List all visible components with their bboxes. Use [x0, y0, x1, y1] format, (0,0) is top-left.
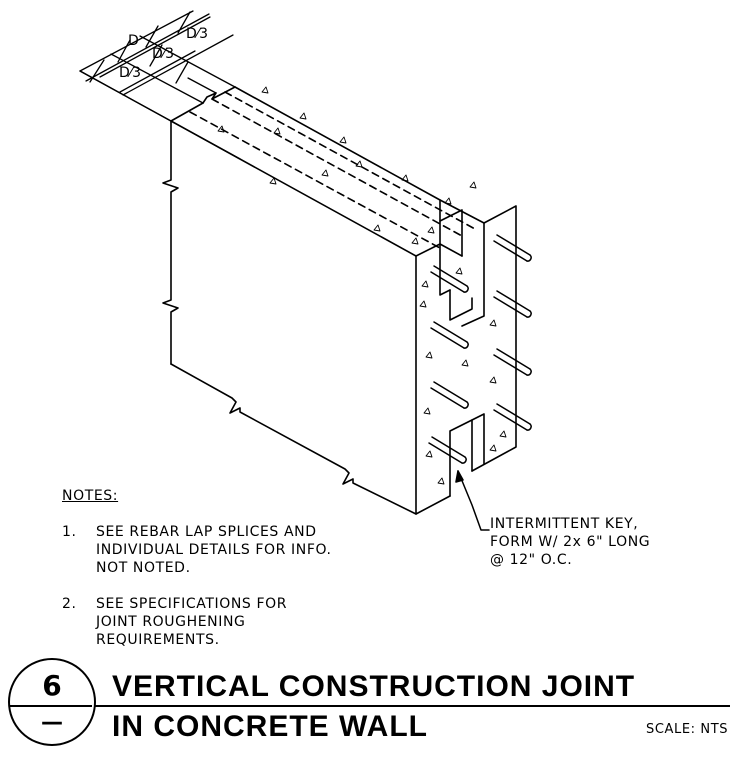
- note-line: REQUIREMENTS.: [96, 632, 220, 648]
- dimension-label-third-middle: D⁄3: [152, 46, 174, 62]
- rebar-dowel-icon: [493, 348, 532, 376]
- rebar-dowel-icon: [493, 403, 532, 431]
- note-line: SEE SPECIFICATIONS FOR: [96, 596, 288, 612]
- note-item: 1. SEE REBAR LAP SPLICES AND INDIVIDUAL …: [62, 523, 346, 577]
- rebar-dowel-icon: [428, 436, 467, 464]
- dimension-label-third-left: D⁄3: [119, 65, 141, 81]
- aggregate-triangle-icon: [461, 359, 469, 367]
- aggregate-triangle-icon: [444, 197, 452, 205]
- note-text: SEE SPECIFICATIONS FOR JOINT ROUGHENING …: [96, 595, 346, 649]
- intermittent-key-callout: INTERMITTENT KEY, FORM W/ 2x 6" LONG @ 1…: [490, 515, 650, 569]
- rebar-dowel-icon: [430, 321, 469, 349]
- aggregate-triangle-icon: [425, 351, 433, 359]
- leader-arrowhead: [455, 470, 464, 483]
- rebar-dowel-icon: [430, 381, 469, 409]
- note-line: JOINT ROUGHENING: [96, 614, 246, 630]
- aggregate-triangle-icon: [411, 237, 419, 245]
- aggregate-triangle-icon: [217, 125, 225, 133]
- wall-joint-isometric-drawing: D D⁄3 D⁄3 D⁄3: [79, 10, 532, 531]
- aggregate-triangle-icon: [437, 477, 445, 485]
- dimension-label-d: D: [128, 33, 139, 49]
- aggregate-triangle-icon: [269, 177, 277, 185]
- aggregate-triangle-icon: [373, 224, 381, 232]
- aggregate-triangle-icon: [355, 160, 363, 168]
- sheet-reference: —: [41, 710, 63, 735]
- wall-side-face: [162, 120, 417, 515]
- rebar-dowel-icon: [493, 234, 532, 262]
- wall-top-face: [170, 86, 517, 472]
- note-line: NOT NOTED.: [96, 560, 191, 576]
- aggregate-triangle-icon: [455, 267, 463, 275]
- note-number: 2.: [62, 596, 77, 612]
- aggregate-triangle-icon: [423, 407, 431, 415]
- callout-line: INTERMITTENT KEY,: [490, 516, 639, 532]
- aggregate-triangle-icon: [273, 127, 281, 135]
- title-underline: [94, 705, 730, 707]
- aggregate-pattern: [217, 86, 507, 485]
- aggregate-triangle-icon: [321, 169, 329, 177]
- aggregate-triangle-icon: [489, 376, 497, 384]
- detail-bubble: [8, 658, 96, 746]
- detail-bubble-divider: [10, 705, 92, 707]
- note-text: SEE REBAR LAP SPLICES AND INDIVIDUAL DET…: [96, 523, 346, 577]
- aggregate-triangle-icon: [499, 430, 507, 438]
- aggregate-triangle-icon: [401, 174, 409, 182]
- note-number: 1.: [62, 524, 77, 540]
- aggregate-triangle-icon: [469, 181, 477, 189]
- key-hidden-lines: [189, 91, 476, 249]
- callout-line: FORM W/ 2x 6" LONG: [490, 534, 651, 550]
- drawing-title-line-1: VERTICAL CONSTRUCTION JOINT: [112, 670, 636, 703]
- aggregate-triangle-icon: [419, 300, 427, 308]
- wall-end-face: [415, 243, 485, 515]
- dimension-lines: [79, 10, 241, 160]
- note-line: SEE REBAR LAP SPLICES AND: [96, 524, 317, 540]
- rebar-dowel-icon: [430, 265, 469, 293]
- note-item: 2. SEE SPECIFICATIONS FOR JOINT ROUGHENI…: [62, 595, 346, 649]
- rebar-dowels: [428, 234, 532, 464]
- aggregate-triangle-icon: [299, 112, 307, 120]
- rebar-dowel-icon: [493, 290, 532, 318]
- note-line: INDIVIDUAL DETAILS FOR INFO.: [96, 542, 332, 558]
- aggregate-triangle-icon: [261, 86, 269, 94]
- scale-label: SCALE: NTS: [646, 722, 729, 737]
- dimension-label-third-top: D⁄3: [186, 26, 208, 42]
- aggregate-triangle-icon: [425, 450, 433, 458]
- notes-heading: NOTES:: [62, 488, 119, 504]
- aggregate-triangle-icon: [339, 136, 347, 144]
- callout-line: @ 12" O.C.: [490, 552, 573, 568]
- drawing-title-line-2: IN CONCRETE WALL: [112, 710, 428, 743]
- aggregate-triangle-icon: [489, 444, 497, 452]
- callout-leader: [457, 470, 490, 531]
- aggregate-triangle-icon: [421, 280, 429, 288]
- detail-number: 6: [42, 669, 62, 702]
- notes-block: NOTES: 1. SEE REBAR LAP SPLICES AND INDI…: [62, 487, 346, 649]
- aggregate-triangle-icon: [427, 226, 435, 234]
- aggregate-triangle-icon: [489, 319, 497, 327]
